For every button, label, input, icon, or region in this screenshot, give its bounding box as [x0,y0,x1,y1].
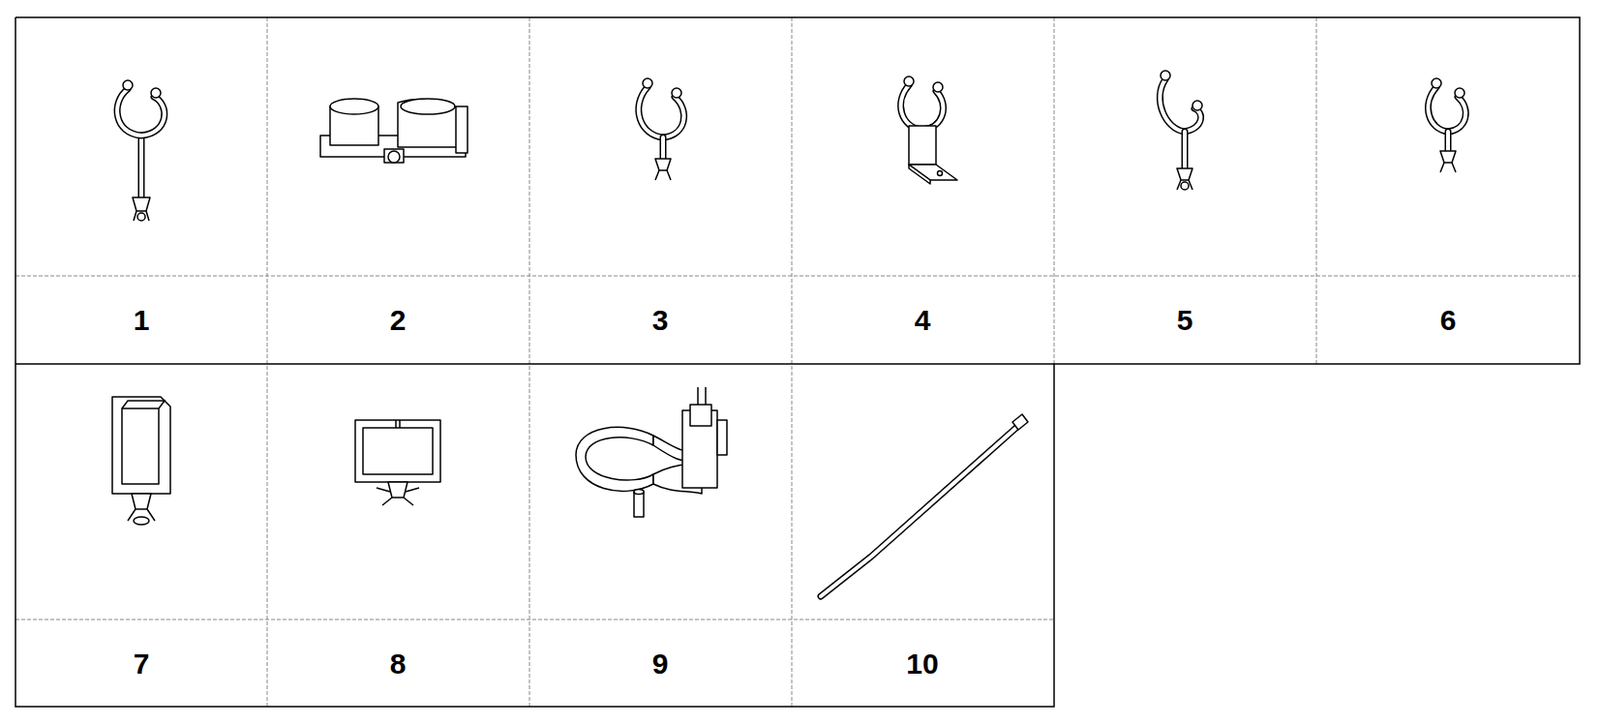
callout-number: 1 [133,305,151,335]
table-grid [15,17,1580,707]
frame-clip-horizontal [355,420,441,506]
cable-tie [820,414,1028,597]
callout-number: 2 [390,305,407,335]
callout-number: 9 [652,649,669,679]
callout-number: 5 [1177,305,1194,335]
callout-number: 6 [1440,305,1457,335]
asymmetric-clip [1159,70,1203,190]
callout-number: 7 [133,649,151,679]
double-ring-clamp [320,98,468,163]
band-clamp [575,387,727,517]
callout-number: 8 [390,649,407,679]
callout-number: 10 [905,649,938,679]
frame-clip-vertical [112,396,171,525]
callout-number: 3 [652,305,669,335]
callout-number: 4 [914,305,932,335]
small-open-clip [1427,78,1466,173]
open-clip [638,78,685,181]
bracket-clip [901,76,958,184]
loop-clip-long [117,80,165,221]
